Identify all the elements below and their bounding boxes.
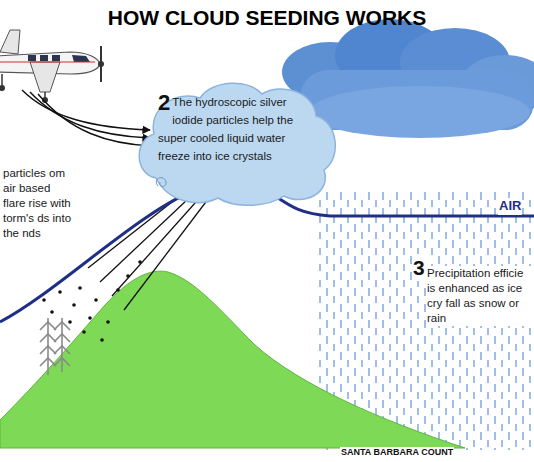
- cloud-text: The hydroscopic silver iodide particles …: [158, 96, 293, 162]
- step-text: Precipitation efficie is enhanced as ice…: [426, 266, 532, 326]
- step-text: particles om air based flare rise with t…: [2, 166, 76, 241]
- seeding-arrow: [22, 90, 152, 146]
- credit: SANTA BARBARA COUNT: [340, 447, 454, 459]
- title: HOW CLOUD SEEDING WORKS: [0, 6, 534, 30]
- air-label: AIR: [498, 198, 522, 215]
- mountain: [0, 271, 465, 448]
- trees: [40, 318, 70, 375]
- airplane: [0, 30, 104, 103]
- particles: [42, 260, 142, 342]
- callout-number: 3: [412, 254, 426, 281]
- cloud-text-group: 2The hydroscopic silver iodide particles…: [138, 78, 338, 184]
- cloud-box: 2The hydroscopic silver iodide particles…: [138, 78, 338, 206]
- callout-number: 2: [158, 92, 170, 114]
